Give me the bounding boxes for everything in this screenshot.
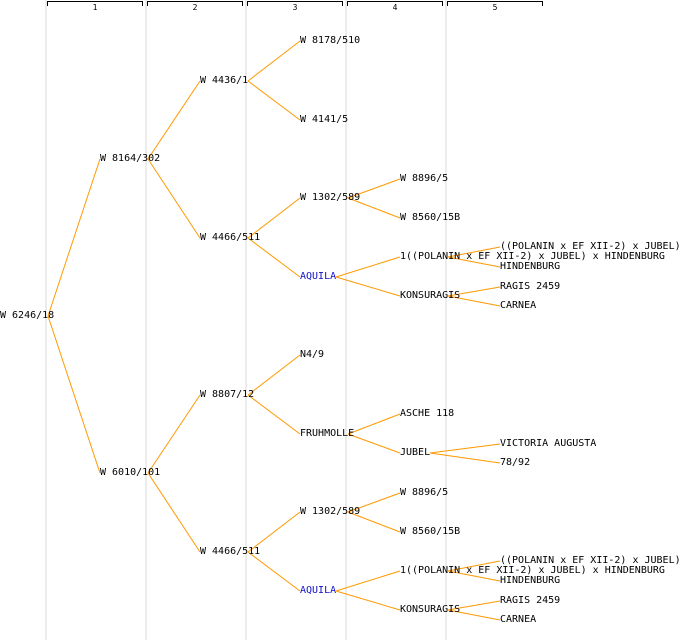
pedigree-node-n35: CARNEA bbox=[500, 614, 537, 625]
edge-n10-n17 bbox=[347, 197, 401, 219]
edge-n21-n31 bbox=[429, 452, 501, 464]
pedigree-node-n18: 1((POLANIN x EF XII-2) x JUBEL) x HINDEN… bbox=[400, 251, 665, 262]
column-guide-5 bbox=[445, 0, 447, 640]
edge-n1-n2 bbox=[47, 158, 101, 317]
edge-n11-n19 bbox=[335, 276, 401, 297]
pedigree-node-n8: W 8178/510 bbox=[300, 35, 361, 46]
edge-n3-n6 bbox=[147, 394, 201, 474]
edge-n18-n27 bbox=[447, 256, 501, 268]
generation-number: 5 bbox=[492, 3, 498, 12]
edge-n7-n14 bbox=[247, 511, 301, 553]
pedigree-node-n32: ((POLANIN x EF XII-2) x JUBEL) bbox=[500, 555, 681, 566]
edge-n24-n33 bbox=[447, 570, 501, 582]
edge-n25-n35 bbox=[447, 609, 501, 621]
edge-n5-n11 bbox=[247, 237, 301, 278]
edge-n14-n23 bbox=[347, 511, 401, 533]
generation-bracket bbox=[347, 1, 443, 6]
edge-n18-n26 bbox=[447, 246, 501, 258]
pedigree-node-n17: W 8560/15B bbox=[400, 212, 461, 223]
pedigree-link-n15[interactable]: AQUILA bbox=[300, 585, 337, 596]
pedigree-node-n1: W 6246/18 bbox=[0, 310, 55, 321]
edge-n4-n9 bbox=[247, 80, 301, 121]
edge-n2-n4 bbox=[147, 80, 201, 160]
pedigree-node-n22: W 8896/5 bbox=[400, 487, 449, 498]
pedigree-node-n16: W 8896/5 bbox=[400, 173, 449, 184]
pedigree-node-n20: ASCHE 118 bbox=[400, 408, 455, 419]
column-guide-2 bbox=[145, 0, 147, 640]
edge-n5-n10 bbox=[247, 197, 301, 239]
edge-n15-n24 bbox=[335, 570, 401, 592]
edge-n21-n30 bbox=[429, 443, 501, 454]
generation-number: 2 bbox=[192, 3, 198, 12]
generation-number: 1 bbox=[92, 3, 98, 12]
generation-label-2: 2 bbox=[147, 0, 243, 14]
pedigree-node-n30: VICTORIA AUGUSTA bbox=[500, 438, 597, 449]
generation-bracket bbox=[247, 1, 343, 6]
edge-n6-n13 bbox=[247, 394, 301, 435]
generation-bracket bbox=[147, 1, 243, 6]
pedigree-node-n2: W 8164/302 bbox=[100, 153, 161, 164]
pedigree-node-n13: FRUHMOLLE bbox=[300, 428, 355, 439]
pedigree-node-n6: W 8807/12 bbox=[200, 389, 255, 400]
edge-n24-n32 bbox=[447, 560, 501, 572]
pedigree-node-n4: W 4436/1 bbox=[200, 75, 249, 86]
pedigree-node-n29: CARNEA bbox=[500, 300, 537, 311]
edge-n10-n16 bbox=[347, 178, 401, 199]
edge-n11-n18 bbox=[335, 256, 401, 278]
pedigree-node-n9: W 4141/5 bbox=[300, 114, 349, 125]
generation-number: 4 bbox=[392, 3, 398, 12]
pedigree-node-n12: N4/9 bbox=[300, 349, 325, 360]
pedigree-link-n11[interactable]: AQUILA bbox=[300, 271, 337, 282]
edge-n2-n5 bbox=[147, 158, 201, 239]
generation-label-3: 3 bbox=[247, 0, 343, 14]
edge-n13-n20 bbox=[347, 413, 401, 435]
edge-n15-n25 bbox=[335, 590, 401, 611]
pedigree-node-n10: W 1302/589 bbox=[300, 192, 361, 203]
edge-n1-n3 bbox=[47, 315, 101, 474]
column-guide-1 bbox=[45, 0, 47, 640]
pedigree-node-n14: W 1302/589 bbox=[300, 506, 361, 517]
generation-bracket bbox=[447, 1, 543, 6]
column-guide-4 bbox=[345, 0, 347, 640]
pedigree-node-n27: HINDENBURG bbox=[500, 261, 561, 272]
pedigree-node-n31: 78/92 bbox=[500, 457, 531, 468]
edge-n3-n7 bbox=[147, 472, 201, 553]
edge-n25-n34 bbox=[447, 600, 501, 611]
pedigree-node-n7: W 4466/511 bbox=[200, 546, 261, 557]
pedigree-node-n5: W 4466/511 bbox=[200, 232, 261, 243]
edge-n13-n21 bbox=[347, 433, 401, 454]
pedigree-node-n3: W 6010/101 bbox=[100, 467, 161, 478]
pedigree-node-n23: W 8560/15B bbox=[400, 526, 461, 537]
edge-n14-n22 bbox=[347, 492, 401, 513]
pedigree-node-n26: ((POLANIN x EF XII-2) x JUBEL) bbox=[500, 241, 681, 252]
edge-n7-n15 bbox=[247, 551, 301, 592]
pedigree-node-n24: 1((POLANIN x EF XII-2) x JUBEL) x HINDEN… bbox=[400, 565, 665, 576]
pedigree-node-n33: HINDENBURG bbox=[500, 575, 561, 586]
pedigree-node-n21: JUBEL bbox=[400, 447, 431, 458]
generation-label-1: 1 bbox=[47, 0, 143, 14]
edge-n19-n28 bbox=[447, 286, 501, 297]
generation-label-4: 4 bbox=[347, 0, 443, 14]
pedigree-node-n28: RAGIS 2459 bbox=[500, 281, 561, 292]
pedigree-node-n25: KONSURAGIS bbox=[400, 604, 461, 615]
edge-n4-n8 bbox=[247, 40, 301, 82]
generation-bracket bbox=[47, 1, 143, 6]
generation-label-5: 5 bbox=[447, 0, 543, 14]
edge-n6-n12 bbox=[247, 354, 301, 396]
pedigree-node-n34: RAGIS 2459 bbox=[500, 595, 561, 606]
generation-number: 3 bbox=[292, 3, 298, 12]
pedigree-node-n19: KONSURAGIS bbox=[400, 290, 461, 301]
column-guide-3 bbox=[245, 0, 247, 640]
edge-n19-n29 bbox=[447, 295, 501, 307]
